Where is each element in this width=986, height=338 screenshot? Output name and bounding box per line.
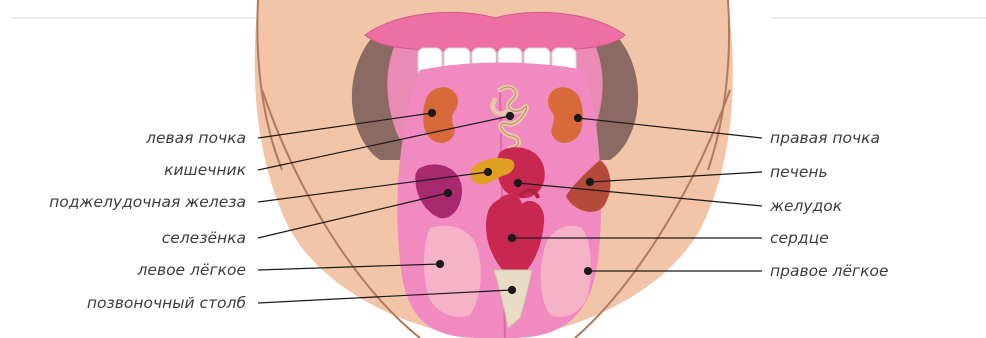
label-pancreas: поджелудочная железа [49,193,246,211]
label-spine: позвоночный столб [87,294,246,312]
label-stomach: желудок [770,197,842,215]
label-right-lung: правое лёгкое [770,262,889,280]
label-heart: сердце [770,229,829,247]
label-liver: печень [770,163,828,181]
label-left-kidney: левая почка [146,129,246,147]
label-right-kidney: правая почка [770,129,880,147]
label-spleen: селезёнка [162,229,246,247]
label-intestine: кишечник [164,161,246,179]
upper-lip [365,12,625,50]
label-left-lung: левое лёгкое [138,261,247,279]
left-lung-shape [424,226,481,317]
